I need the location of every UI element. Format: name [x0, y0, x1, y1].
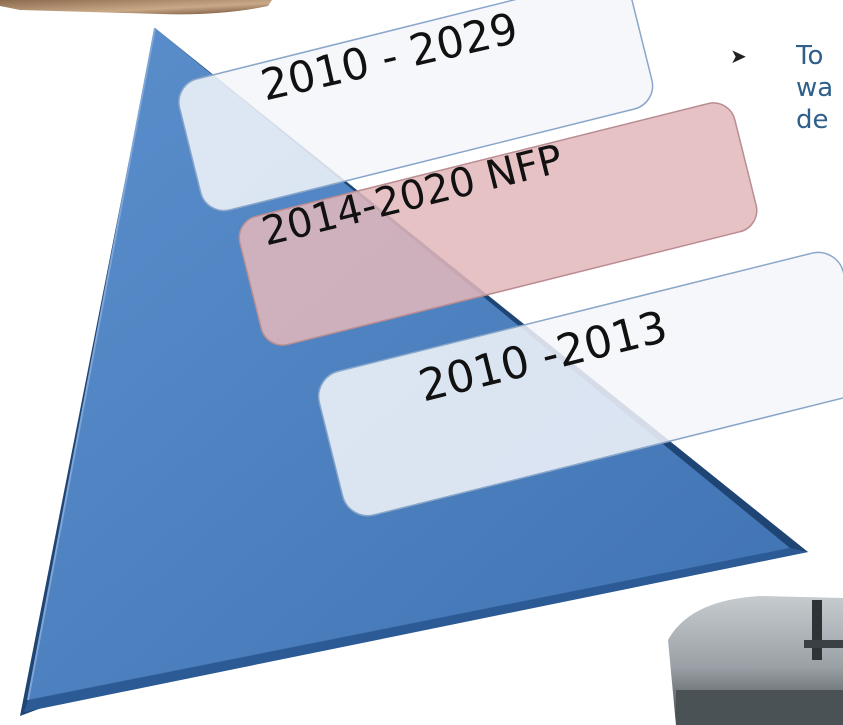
bullet-line-3: de [796, 105, 829, 135]
stage-box-1 [178, 0, 654, 212]
stage-box-2 [238, 102, 758, 346]
bullet-text: To wa de [796, 40, 843, 136]
photo-bottom-right [668, 596, 843, 725]
photo-top-left [0, 0, 272, 15]
pyramid-bevel [24, 548, 808, 712]
stage-box-3 [317, 251, 843, 517]
bullet-line-2: wa [796, 73, 834, 103]
bullet-line-1: To [796, 41, 824, 71]
pyramid-edge-highlight [27, 27, 156, 701]
arrow-bullet-icon: ➤ [730, 44, 747, 68]
